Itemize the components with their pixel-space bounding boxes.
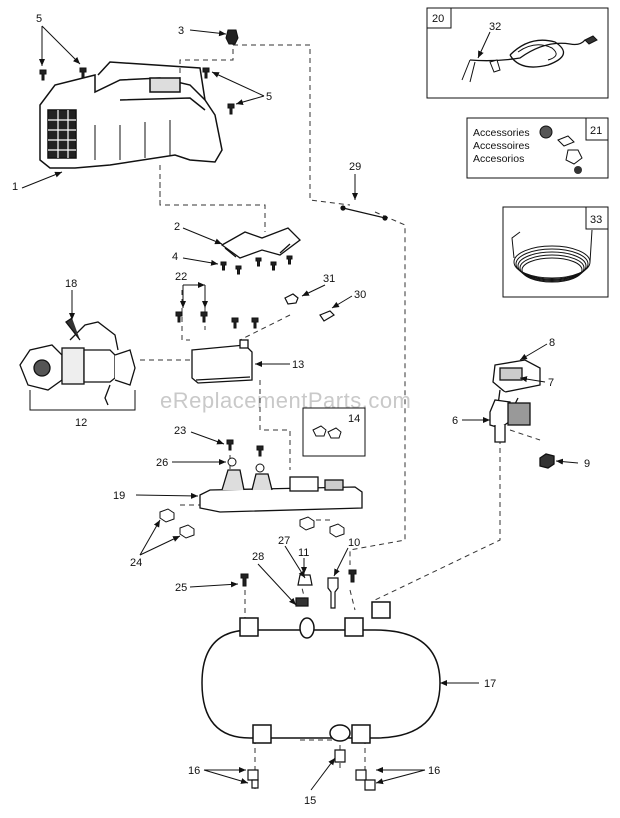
- leader-arrows: [21, 25, 579, 791]
- callout-21: 21: [590, 125, 602, 137]
- callout-1: 1: [12, 181, 18, 193]
- part-14-inset-box: [302, 407, 366, 457]
- callout-31: 31: [323, 273, 335, 285]
- pressure-gauge-assembly-illustration: [489, 359, 555, 469]
- part-12-pump-motor-illustration: [19, 317, 136, 406]
- inset-box-33: [502, 206, 609, 298]
- callout-32: 32: [489, 21, 501, 33]
- callout-28: 28: [252, 551, 264, 563]
- part-2-bracket-illustration: [220, 227, 301, 259]
- callout-17: 17: [484, 678, 496, 690]
- callout-16-left: 16: [188, 765, 200, 777]
- callout-8: 8: [549, 337, 555, 349]
- part-17-air-tank-illustration: [201, 601, 441, 744]
- callout-27: 27: [278, 535, 290, 547]
- callout-33: 33: [590, 214, 602, 226]
- inset-box-20: [426, 7, 609, 99]
- part-19-base-plate-illustration: [199, 469, 363, 513]
- accessories-label-fr: Accessoires: [473, 140, 530, 152]
- callout-24: 24: [130, 557, 142, 569]
- callout-30: 30: [354, 289, 366, 301]
- callout-7: 7: [548, 377, 554, 389]
- callout-12: 12: [75, 417, 87, 429]
- part-12-bracket-line: [29, 390, 136, 411]
- accessories-label-en: Accessories: [473, 127, 530, 139]
- callout-13: 13: [292, 359, 304, 371]
- callout-26: 26: [156, 457, 168, 469]
- watermark-text: eReplacementParts.com: [160, 388, 411, 413]
- accessories-label-es: Accesorios: [473, 153, 524, 165]
- callout-19: 19: [113, 490, 125, 502]
- callout-9: 9: [584, 458, 590, 470]
- callout-16-right: 16: [428, 765, 440, 777]
- callout-25: 25: [175, 582, 187, 594]
- callout-20: 20: [432, 13, 444, 25]
- callout-2: 2: [174, 221, 180, 233]
- callout-14: 14: [348, 413, 360, 425]
- callout-5-left: 5: [36, 13, 42, 25]
- part-13-block-illustration: [191, 339, 253, 384]
- callout-23: 23: [174, 425, 186, 437]
- callout-5-right: 5: [266, 91, 272, 103]
- nuts-group: [159, 457, 345, 539]
- callout-11: 11: [298, 547, 309, 559]
- callout-4: 4: [172, 251, 178, 263]
- part-1-shroud-illustration: [39, 61, 223, 169]
- callout-6: 6: [452, 415, 458, 427]
- callout-29: 29: [349, 161, 361, 173]
- screws-group: [39, 29, 357, 587]
- callout-15: 15: [304, 795, 316, 807]
- callout-18: 18: [65, 278, 77, 290]
- callout-10: 10: [348, 537, 360, 549]
- small-parts-29-30-31: [284, 205, 388, 322]
- inset-box-21: [466, 117, 609, 179]
- callout-22: 22: [175, 271, 187, 283]
- callout-3: 3: [178, 25, 184, 37]
